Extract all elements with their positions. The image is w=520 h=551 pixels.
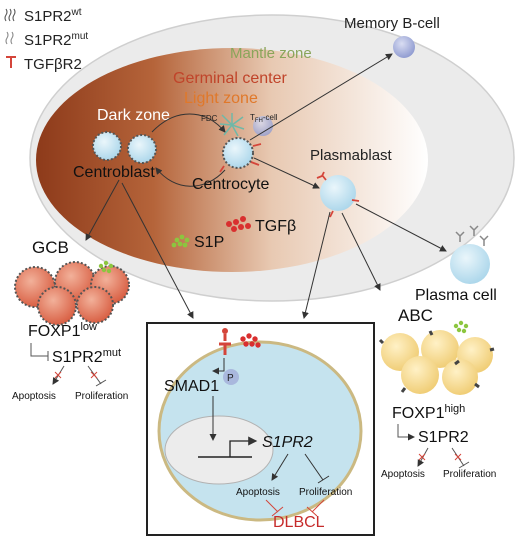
legend: S1PR2wt S1PR2mut TGFβR2 <box>4 7 88 73</box>
gcb-title: GCB <box>32 238 69 257</box>
abc-x-marks <box>418 453 462 461</box>
tgfbr2-icon <box>6 56 16 68</box>
light-zone-label: Light zone <box>184 90 258 107</box>
abc-proliferation-inhibit <box>451 447 470 469</box>
cycle-arrow-bottom <box>155 167 226 187</box>
abc-s1p-molecules <box>453 320 469 334</box>
gcb-x-marks <box>54 371 98 379</box>
arrow-to-gcb <box>85 179 120 241</box>
arrow-to-center-from-centroblast <box>121 182 194 319</box>
abc-activate-line <box>397 424 415 441</box>
gcb-inhibit-line <box>30 343 49 361</box>
center-proliferation-inhibit <box>304 453 330 484</box>
center-tgfb-molecules <box>240 333 261 348</box>
receptor-to-smad-arrow <box>212 358 225 375</box>
centroblast-label: Centroblast <box>73 164 155 181</box>
abc-foxp1: FOXP1high <box>392 403 465 422</box>
s1pr2-wt-icon <box>4 8 16 22</box>
gcb-apoptosis: Apoptosis <box>12 391 56 402</box>
legend-s1pr2-wt: S1PR2wt <box>24 7 82 25</box>
centrocyte-cell <box>222 137 254 169</box>
s1pr2-mut-icon <box>5 31 14 45</box>
dlbcl-inhibit-lines <box>265 499 325 517</box>
dark-zone-label: Dark zone <box>97 107 170 124</box>
tgfb-molecules <box>226 216 251 232</box>
fdc-label: FDC <box>201 114 218 123</box>
abc-apoptosis: Apoptosis <box>381 469 425 480</box>
s1p-label: S1P <box>194 234 224 251</box>
s1p-molecules <box>171 234 190 248</box>
abc-title: ABC <box>398 306 433 325</box>
plasma-cell-label: Plasma cell <box>415 287 497 304</box>
gcb-proliferation: Proliferation <box>75 391 128 402</box>
plasmablast-cell <box>320 175 356 211</box>
tgfb-label: TGFβ <box>255 218 296 235</box>
gcb-foxp1: FOXP1low <box>28 321 97 340</box>
tfh-label: TFH-cell <box>250 113 278 124</box>
abc-receptors <box>378 330 495 393</box>
memory-b-cell <box>393 36 415 58</box>
gcb-s1pr2: S1PR2mut <box>52 347 121 366</box>
arrow-to-memory <box>249 53 393 141</box>
antibody-icons <box>455 225 489 246</box>
legend-tgfbr2: TGFβR2 <box>24 56 82 73</box>
phospho-label: P <box>227 373 234 384</box>
arrow-to-plasmablast <box>253 157 320 189</box>
center-s1pr2-label: S1PR2 <box>262 434 313 451</box>
cycle-arrow-top <box>151 113 226 133</box>
plasmablast-label: Plasmablast <box>310 147 393 164</box>
arrow-to-center-from-plasmablast <box>302 211 331 319</box>
centroblast-cells <box>92 131 157 164</box>
center-apoptosis: Apoptosis <box>236 487 280 498</box>
dlbcl-label: DLBCL <box>273 514 325 531</box>
mantle-zone-label: Mantle zone <box>230 45 312 62</box>
phospho-badge <box>223 369 239 385</box>
nucleus <box>164 415 274 485</box>
tfh-cell <box>253 116 273 136</box>
abc-apoptosis-arrow <box>417 447 429 467</box>
legend-s1pr2-mut: S1PR2mut <box>24 31 88 49</box>
abc-cells <box>381 330 493 395</box>
gcb-s1p-molecules <box>98 260 114 274</box>
abc-s1pr2: S1PR2 <box>418 429 469 446</box>
center-proliferation: Proliferation <box>299 487 352 498</box>
gcb-cells <box>14 261 130 326</box>
germinal-center-label: Germinal center <box>173 70 287 87</box>
arrow-to-plasma <box>355 203 447 252</box>
fdc-icon <box>219 113 245 137</box>
plasma-cell <box>450 244 490 284</box>
transcription-arrow <box>229 436 258 457</box>
arrow-to-abc <box>341 212 381 291</box>
abc-proliferation: Proliferation <box>443 469 496 480</box>
centrocyte-label: Centrocyte <box>192 176 269 193</box>
gcb-proliferation-inhibit <box>87 365 107 387</box>
tgfbr2-receptor-icon <box>219 334 231 355</box>
memory-b-cell-label: Memory B-cell <box>344 15 440 32</box>
center-apoptosis-arrow <box>271 453 289 481</box>
smad1-label: SMAD1 <box>164 378 219 395</box>
